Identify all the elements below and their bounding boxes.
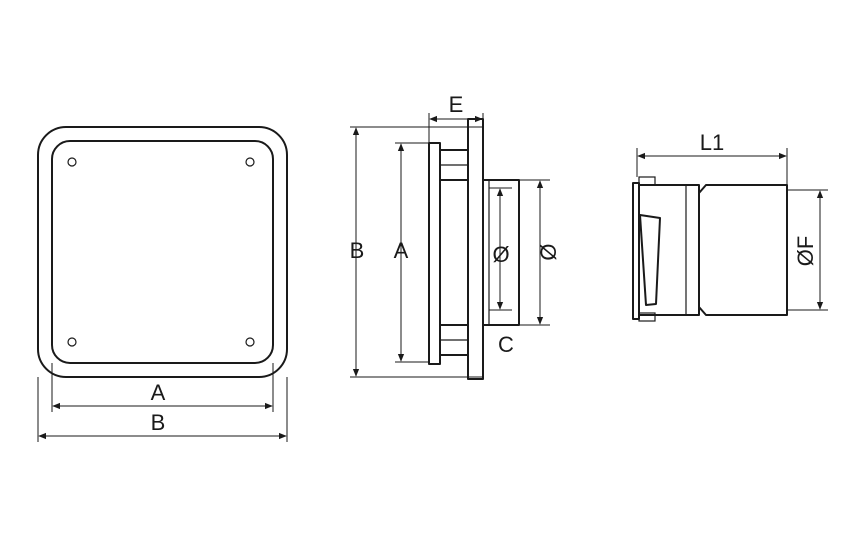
screw-top-right (245, 157, 255, 167)
side-panel-plate (428, 142, 441, 365)
front-outer-frame (37, 126, 288, 378)
label-spigot: C (498, 332, 514, 357)
valve-view: L1 ØF (632, 130, 828, 322)
valve-body (638, 184, 700, 316)
screw-bottom-right (245, 337, 255, 347)
label-inner-width: A (151, 380, 166, 405)
valve-flap (639, 214, 661, 306)
side-view: B A E Ø Ø C (350, 92, 561, 380)
label-inner-diameter: Ø (492, 242, 509, 267)
screw-bottom-left (67, 337, 77, 347)
label-length: L1 (700, 130, 724, 155)
label-diameter: ØF (793, 236, 818, 267)
side-spigot (482, 179, 520, 326)
valve-spigot (698, 184, 788, 316)
label-inner-height: A (394, 238, 409, 263)
screw-top-left (67, 157, 77, 167)
label-outer-diameter: Ø (536, 243, 561, 260)
label-outer-width: B (151, 410, 166, 435)
front-inner-panel (51, 140, 274, 364)
label-outer-height: B (350, 238, 365, 263)
front-view: A B (37, 126, 288, 442)
side-frame-plate (467, 118, 484, 380)
label-depth: E (449, 92, 464, 117)
